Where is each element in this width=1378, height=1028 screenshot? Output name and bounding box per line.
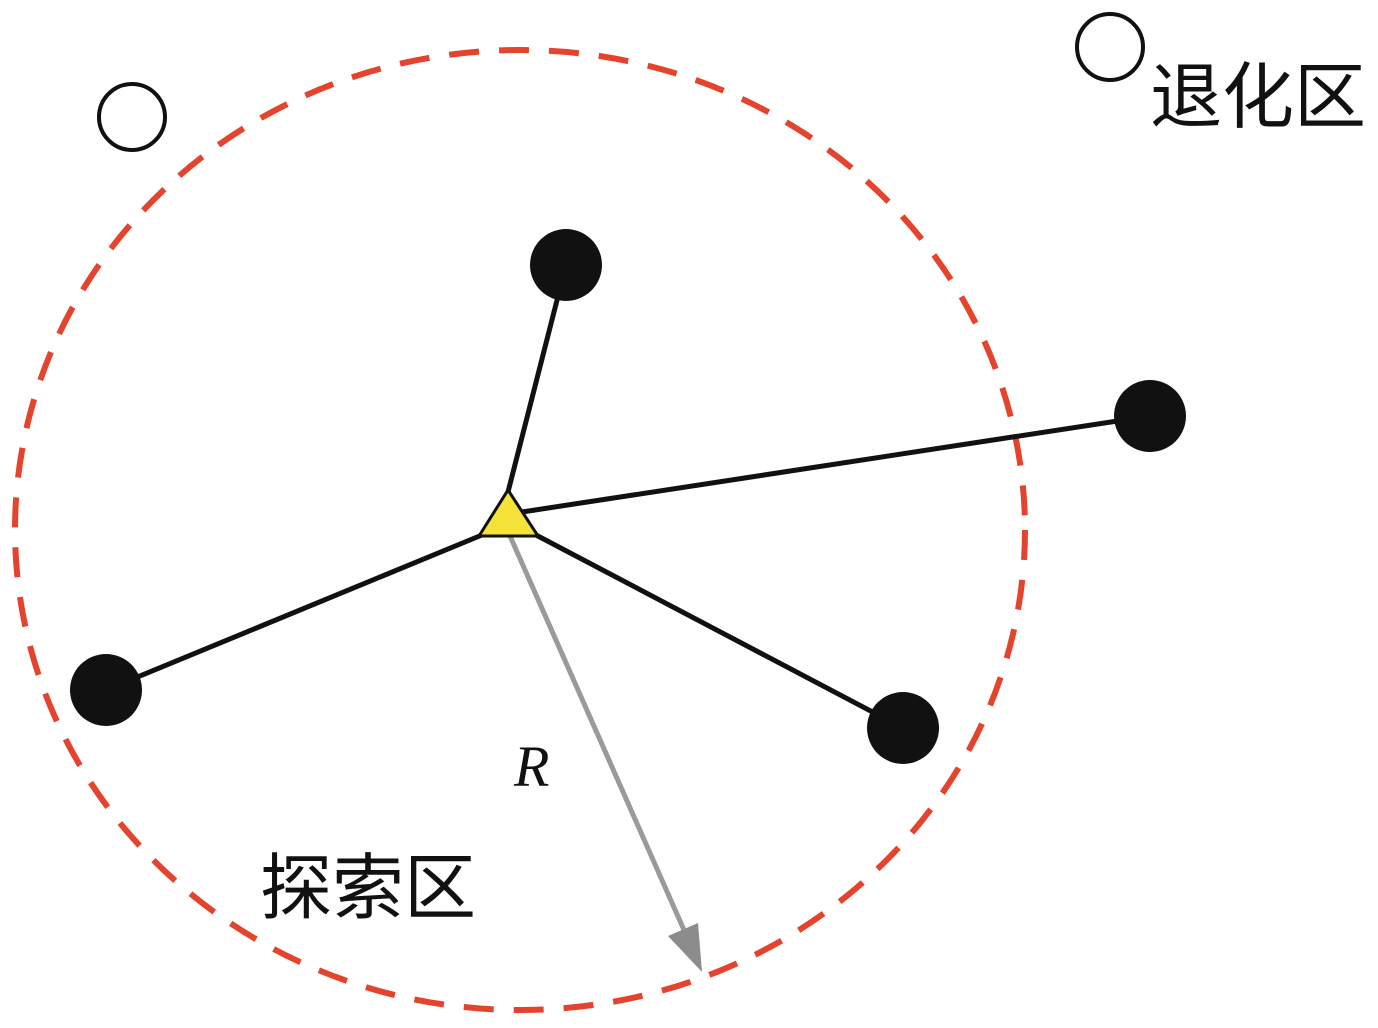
label-exploration-zone: 探索区: [260, 846, 476, 930]
node-hollow-top-left: [97, 82, 167, 152]
node-filled-right: [1114, 380, 1186, 452]
edge-to-node-right: [521, 413, 1151, 515]
node-filled-left: [70, 654, 142, 726]
edge-to-node-left: [105, 532, 483, 693]
label-radius: R: [513, 734, 549, 799]
node-filled-top: [530, 229, 602, 301]
label-degeneration-zone: 退化区: [1150, 55, 1366, 139]
radius-arrow-shaft: [507, 534, 687, 932]
edge-to-node-top: [505, 264, 569, 493]
node-hollow-top-right: [1075, 12, 1145, 82]
edge-to-node-bottom-right: [534, 532, 905, 731]
radius-arrow-head: [668, 923, 702, 972]
exploration-zone-boundary: [12, 47, 1028, 1013]
center-triangle-marker: [477, 488, 540, 538]
node-filled-bottom-right: [867, 692, 939, 764]
